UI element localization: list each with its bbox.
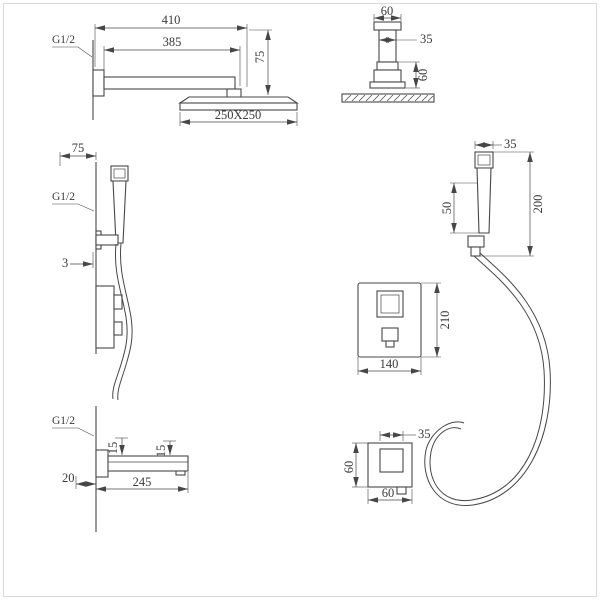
hand-shower-head — [110, 165, 129, 182]
dim-label-250x250: 250X250 — [215, 108, 262, 122]
hand-shower-handle — [476, 167, 492, 234]
dim-15-inner: 15 — [106, 437, 128, 455]
hand-shower-head-detail — [477, 154, 491, 166]
hose-holder — [467, 235, 485, 248]
thread-label: G1/2 — [52, 191, 75, 203]
shower-arm — [103, 76, 236, 90]
thread-leader-line — [52, 46, 93, 58]
dim-label-200: 200 — [531, 195, 545, 214]
view-rain-shower-side: G1/2 410 385 75 250X250 — [52, 13, 299, 126]
dim-label-60-height: 60 — [342, 461, 356, 474]
dim-250x250: 250X250 — [179, 108, 298, 126]
dim-label-60-top: 60 — [381, 4, 394, 18]
view-mixer-panel-front: 210 140 — [357, 282, 452, 375]
escutcheon — [373, 21, 402, 31]
dim-50-holder: 50 — [440, 182, 479, 234]
valve-knob — [379, 448, 404, 473]
arm-wall-flange — [92, 69, 105, 97]
mixer-trim-panel — [357, 282, 422, 358]
dim-label-15-inner: 15 — [106, 442, 120, 455]
mixer-handle-side — [113, 321, 123, 336]
dim-35-pipe: 35 — [379, 32, 433, 46]
view-spout-side: G1/2 15 15 20 245 — [52, 406, 189, 532]
shower-head-slab — [341, 93, 435, 103]
view-hand-shower-side: 75 G1/2 3 — [52, 141, 133, 401]
dim-label-20: 20 — [62, 471, 75, 485]
dim-20-base: 20 — [62, 471, 96, 489]
dim-385: 385 — [103, 35, 241, 86]
mixer-handle-stem — [385, 340, 395, 348]
shower-bracket — [95, 234, 119, 246]
spout-body — [107, 455, 189, 472]
dim-label-210: 210 — [438, 311, 452, 330]
thread-leader-line — [52, 203, 95, 212]
dim-label-140: 140 — [380, 357, 399, 371]
dim-label-35-width: 35 — [504, 137, 517, 151]
hand-shower-handle — [112, 180, 127, 244]
dim-label-410: 410 — [162, 13, 181, 27]
dim-label-3: 3 — [62, 256, 68, 270]
head-hatching — [344, 94, 434, 102]
dim-label-60-width: 60 — [382, 486, 395, 500]
hand-shower-head-detail — [113, 168, 126, 179]
dim-200-length: 200 — [480, 151, 545, 257]
spout-aerator — [175, 470, 186, 476]
dim-210-height: 210 — [421, 282, 452, 358]
page-border — [3, 3, 597, 597]
view-valve-front: 35 60 60 — [342, 427, 431, 504]
hose-loop — [424, 252, 551, 506]
view-hand-shower-front: 35 200 50 — [424, 137, 551, 506]
connector-base — [369, 81, 406, 89]
thread-leader-line — [52, 427, 95, 437]
view-rain-shower-front: 60 35 60 — [341, 4, 435, 103]
dim-35-knob: 35 — [379, 427, 431, 441]
dim-label-35-pipe: 35 — [420, 32, 433, 46]
supply-pipe — [378, 29, 397, 63]
mixer-diverter-knob-detail — [380, 294, 400, 314]
dim-245-reach: 245 — [96, 472, 189, 493]
dim-60-height: 60 — [342, 442, 368, 488]
dim-410: 410 — [94, 13, 248, 87]
dim-label-75-offset: 75 — [72, 141, 85, 155]
dim-3-gap: 3 — [62, 252, 94, 270]
dim-label-35-knob: 35 — [418, 427, 431, 441]
dim-label-50: 50 — [440, 202, 454, 215]
dim-label-245: 245 — [133, 475, 152, 489]
hose-connector — [470, 246, 481, 257]
mixer-temperature-handle — [381, 327, 399, 342]
dim-140-width: 140 — [357, 357, 422, 375]
dim-label-385: 385 — [163, 35, 182, 49]
dim-75-drop: 75 — [249, 29, 272, 95]
hose-side — [112, 242, 133, 401]
dim-35-width: 35 — [474, 137, 517, 151]
dim-60-connector: 60 — [399, 61, 430, 89]
connector-body — [373, 69, 402, 83]
shower-head-edge — [179, 102, 298, 111]
shower-head-top-face — [178, 96, 299, 104]
dim-60-width: 60 — [367, 486, 413, 504]
thread-label: G1/2 — [52, 34, 75, 46]
dim-label-75: 75 — [253, 51, 267, 64]
connector-collar — [376, 61, 399, 71]
dim-60-top: 60 — [373, 4, 402, 21]
dim-75-offset: 75 — [59, 141, 97, 166]
thread-label: G1/2 — [52, 415, 75, 427]
valve-stem — [396, 486, 407, 495]
dim-15-outer: 15 — [154, 440, 176, 458]
mixer-body-side — [95, 285, 115, 349]
dim-label-15-outer: 15 — [154, 445, 168, 458]
mixer-knob-side — [113, 294, 123, 310]
dim-label-60-connector: 60 — [416, 69, 430, 82]
